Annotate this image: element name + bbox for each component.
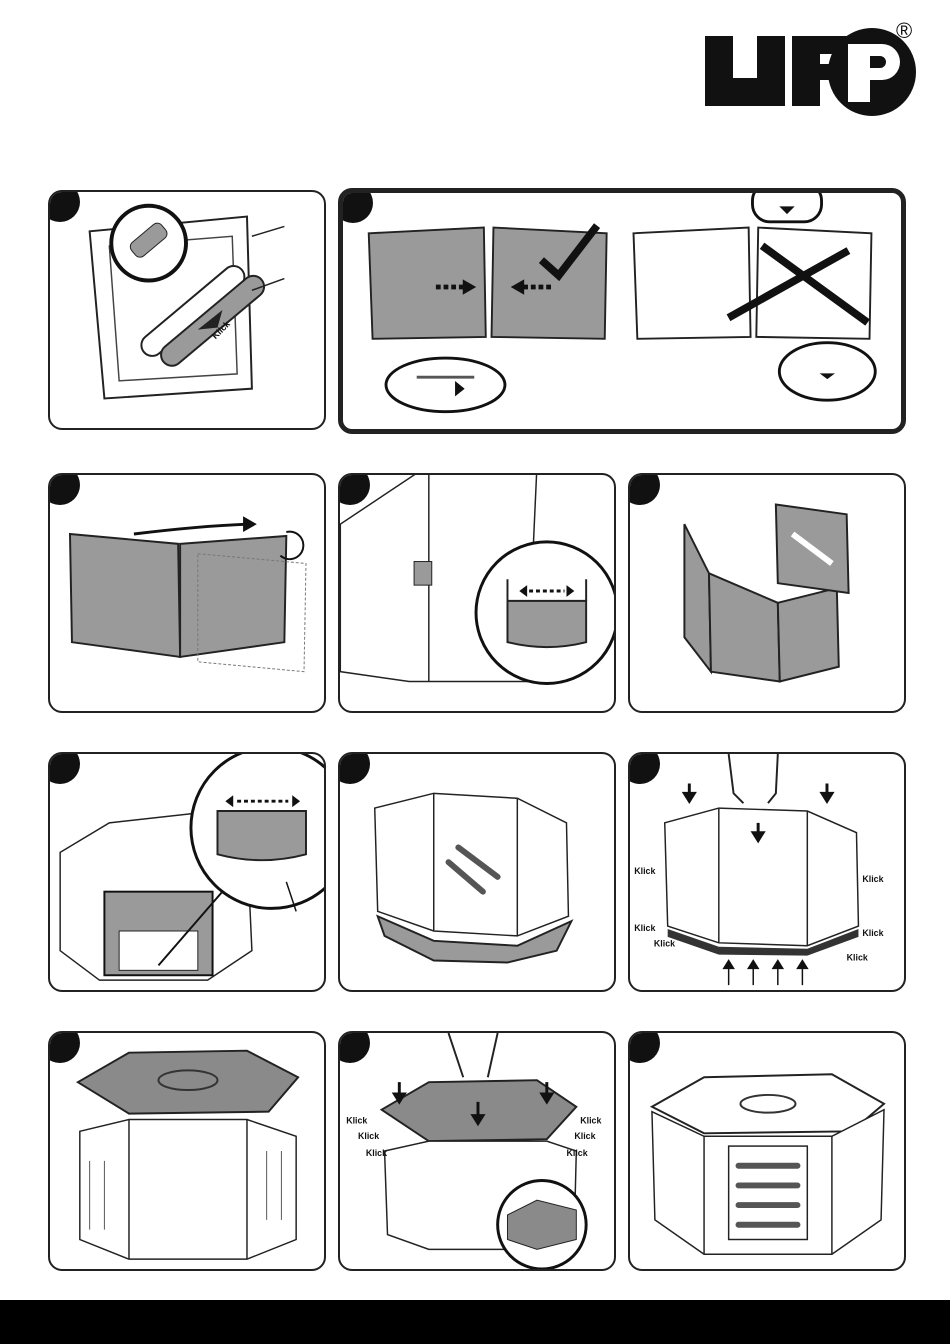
svg-text:Klick: Klick xyxy=(346,1115,367,1125)
step-11-illustration xyxy=(630,1033,904,1269)
step-5-illustration xyxy=(630,475,904,711)
svg-text:Klick: Klick xyxy=(566,1148,587,1158)
svg-text:Klick: Klick xyxy=(634,923,655,933)
step-6-illustration xyxy=(50,754,324,990)
step-7-panel xyxy=(338,752,616,992)
step-9-panel xyxy=(48,1031,326,1271)
upp-logo: ® xyxy=(700,18,920,118)
step-6-panel xyxy=(48,752,326,992)
step-2-illustration xyxy=(343,193,901,429)
step-2-panel xyxy=(338,188,906,434)
svg-text:Klick: Klick xyxy=(580,1115,601,1125)
svg-text:Klick: Klick xyxy=(654,939,675,949)
step-3-panel xyxy=(48,473,326,713)
footer-bar xyxy=(0,1300,950,1344)
svg-text:Klick: Klick xyxy=(862,874,883,884)
step-11-panel xyxy=(628,1031,906,1271)
step-4-panel xyxy=(338,473,616,713)
svg-text:Klick: Klick xyxy=(634,866,655,876)
svg-text:Klick: Klick xyxy=(574,1131,595,1141)
svg-text:Klick: Klick xyxy=(847,953,868,963)
svg-text:Klick: Klick xyxy=(862,928,883,938)
svg-text:Klick: Klick xyxy=(366,1148,387,1158)
step-1-illustration: Klick xyxy=(50,192,324,428)
step-1-panel: Klick xyxy=(48,190,326,430)
step-8-panel: Klick Klick Klick Klick Klick Klick xyxy=(628,752,906,992)
step-3-illustration xyxy=(50,475,324,711)
step-10-illustration: Klick Klick Klick Klick Klick Klick xyxy=(340,1033,614,1269)
step-7-illustration xyxy=(340,754,614,990)
svg-text:Klick: Klick xyxy=(358,1131,379,1141)
step-4-illustration xyxy=(340,475,614,711)
step-5-panel xyxy=(628,473,906,713)
step-8-illustration: Klick Klick Klick Klick Klick Klick xyxy=(630,754,904,990)
registered-mark: ® xyxy=(896,18,912,43)
step-10-panel: Klick Klick Klick Klick Klick Klick xyxy=(338,1031,616,1271)
step-9-illustration xyxy=(50,1033,324,1269)
